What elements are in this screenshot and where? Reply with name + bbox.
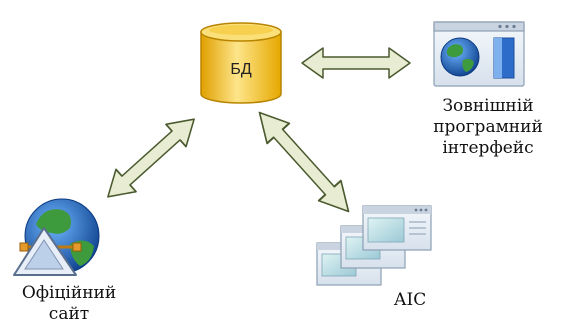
globe-network-icon	[13, 198, 100, 276]
external-api-label-line: інтерфейс	[442, 138, 534, 158]
stacked-windows-icon	[316, 205, 432, 286]
arrow-db-external-api	[301, 47, 411, 79]
official-site-label-line: Офіційний	[21, 283, 117, 303]
external-api-label-line: програмний	[433, 117, 543, 137]
arrow-db-official-site	[107, 118, 195, 198]
external-api-label: Зовнішній програмний інтерфейс	[418, 96, 558, 159]
official-site-label-line: сайт	[48, 304, 90, 324]
external-api-label-line: Зовнішній	[442, 96, 534, 116]
arrow-db-ais	[258, 111, 350, 213]
browser-window-globe-icon	[433, 21, 525, 87]
database-label: БД	[230, 61, 252, 78]
official-site-label: Офіційний сайт	[4, 283, 134, 325]
ais-label: АІС	[393, 290, 427, 310]
database-cylinder-icon	[200, 22, 282, 104]
